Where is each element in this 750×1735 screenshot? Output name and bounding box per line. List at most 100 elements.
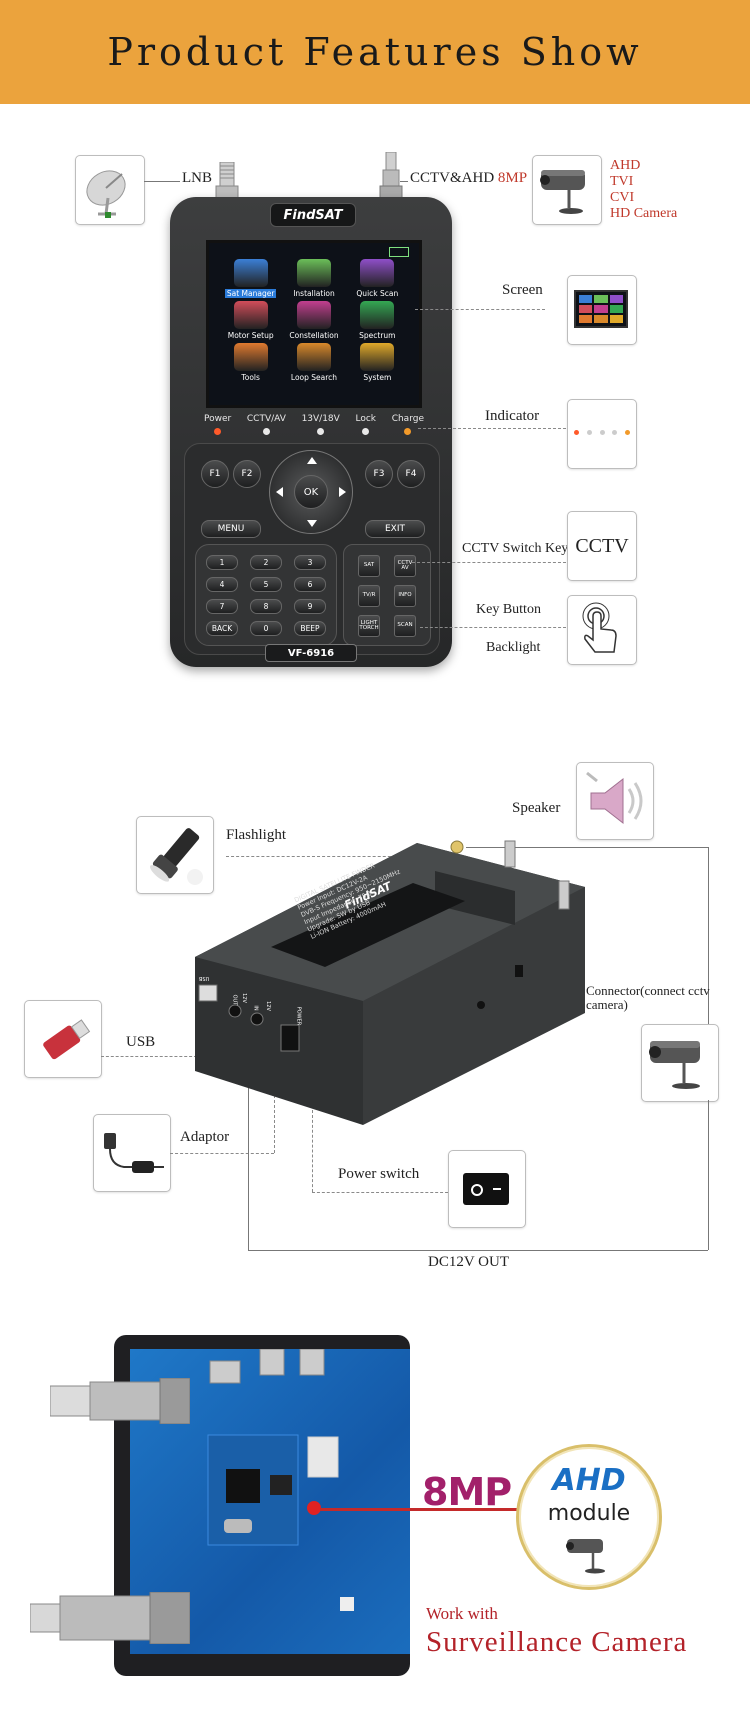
keypad: F1 F2 F3 F4 OK MENU EXIT 1 2 3 4 5 6 7 8…	[184, 443, 440, 655]
indicator-label: CCTV/AV	[246, 414, 286, 424]
num-key-5[interactable]: 5	[250, 577, 282, 592]
light-key[interactable]: LIGHT TORCH	[358, 615, 380, 637]
menu-item-icon	[233, 301, 268, 329]
device-back: FindSAT DIGITAL SATELLITE FINDER Power I…	[185, 835, 595, 1140]
menu-item[interactable]: Motor Setup	[219, 301, 282, 340]
number-pad: 1 2 3 4 5 6 7 8 9 BACK 0 BEEP	[195, 544, 337, 646]
bnc-connector-bottom	[29, 1591, 191, 1645]
port-label-out: OUT	[231, 994, 238, 1006]
menu-item[interactable]: Spectrum	[346, 301, 409, 340]
f4-key[interactable]: F4	[397, 460, 425, 488]
8mp-text: 8MP	[497, 170, 528, 186]
num-key-1[interactable]: 1	[206, 555, 238, 570]
satellite-dish-icon	[86, 170, 126, 218]
num-key-0[interactable]: 0	[250, 621, 282, 636]
indicator: Power	[204, 414, 231, 435]
exit-key[interactable]: EXIT	[365, 520, 425, 538]
camera-type-cvi: CVI	[610, 190, 635, 205]
dpad[interactable]: OK	[269, 450, 353, 534]
scan-key[interactable]: SCAN	[394, 615, 416, 637]
banner: Product Features Show	[0, 0, 750, 104]
down-arrow-icon[interactable]	[307, 520, 317, 527]
port-label-12v-a: 12V	[240, 993, 247, 1003]
camera-type-tvi: TVI	[610, 174, 634, 189]
lnb-line	[144, 181, 180, 182]
lnb-thumbnail	[75, 155, 145, 225]
indicator-led	[262, 428, 270, 435]
indicator-label: Lock	[355, 414, 377, 424]
tvr-key[interactable]: TV/R	[358, 585, 380, 607]
menu-item[interactable]: Installation	[282, 259, 345, 298]
up-arrow-icon[interactable]	[307, 457, 317, 464]
num-key-4[interactable]: 4	[206, 577, 238, 592]
usb-line	[101, 1056, 197, 1057]
speaker-label: Speaker	[512, 800, 561, 816]
surveillance-camera-text: Surveillance Camera	[426, 1626, 688, 1658]
8mp-heading: 8MP	[422, 1470, 512, 1514]
power-switch-label: Power switch	[338, 1166, 420, 1182]
flashlight-label: Flashlight	[226, 827, 287, 843]
menu-item[interactable]: Quick Scan	[346, 259, 409, 298]
indicator: Charge	[392, 414, 424, 435]
key-button-thumbnail	[567, 595, 637, 665]
menu-item[interactable]: Sat Manager	[219, 259, 282, 298]
cctv-ahd-text: CCTV&AHD	[410, 170, 498, 186]
menu-item[interactable]: Constellation	[282, 301, 345, 340]
port-label-in: IN	[252, 1005, 259, 1011]
usb-drive-icon	[43, 1019, 91, 1060]
indicator-led	[404, 428, 412, 435]
ok-key[interactable]: OK	[294, 475, 328, 509]
num-key-9[interactable]: 9	[294, 599, 326, 614]
info-key[interactable]: INFO	[394, 585, 416, 607]
menu-item-icon	[296, 301, 331, 329]
f1-key[interactable]: F1	[201, 460, 229, 488]
menu-key[interactable]: MENU	[201, 520, 261, 538]
cctv-camera-icon	[566, 1539, 605, 1574]
ahd-text: AHD	[552, 1463, 626, 1498]
module-text: module	[547, 1501, 631, 1526]
f2-key[interactable]: F2	[233, 460, 261, 488]
adaptor-thumbnail	[93, 1114, 171, 1192]
speaker-thumbnail	[576, 762, 654, 840]
menu-item-label: Tools	[241, 373, 260, 382]
indicator-label: Power	[204, 414, 232, 424]
num-key-6[interactable]: 6	[294, 577, 326, 592]
indicator: Lock	[355, 414, 376, 435]
menu-item-label: System	[363, 373, 392, 382]
indicator-led	[317, 428, 325, 435]
battery-icon	[389, 247, 409, 257]
right-arrow-icon[interactable]	[339, 487, 346, 497]
num-key-2[interactable]: 2	[250, 555, 282, 570]
menu-item[interactable]: Loop Search	[282, 343, 345, 382]
connector-camera-thumbnail	[641, 1024, 719, 1102]
module-marker	[307, 1501, 321, 1515]
bnc-connector	[378, 151, 404, 202]
num-key-8[interactable]: 8	[250, 599, 282, 614]
menu-item-label: Loop Search	[290, 373, 338, 382]
menu-item-label: Quick Scan	[356, 289, 399, 298]
menu-item[interactable]: Tools	[219, 343, 282, 382]
connector-label: Connector(connect cctv camera)	[586, 983, 710, 1012]
num-key-3[interactable]: 3	[294, 555, 326, 570]
menu-item-icon	[233, 343, 268, 371]
menu-item[interactable]: System	[346, 343, 409, 382]
left-arrow-icon[interactable]	[276, 487, 283, 497]
num-key-7[interactable]: 7	[206, 599, 238, 614]
usb-thumbnail	[24, 1000, 102, 1078]
speaker-icon	[586, 771, 643, 825]
cctv-ahd-label: CCTV&AHD 8MP	[410, 170, 527, 187]
cctv-camera-thumbnail	[532, 155, 602, 225]
power-switch-line	[312, 1192, 448, 1193]
back-key[interactable]: BACK	[206, 621, 238, 636]
dc-line-bottom	[248, 1250, 708, 1251]
cctv-av-key[interactable]: CCTV AV	[394, 555, 416, 577]
port-label-power: POWER	[295, 1006, 302, 1026]
f3-key[interactable]: F3	[365, 460, 393, 488]
cctv-key-thumbnail: CCTV	[567, 511, 637, 581]
beep-key[interactable]: BEEP	[294, 621, 326, 636]
sat-key[interactable]: SAT	[358, 555, 380, 577]
ahd-module-badge: AHD module	[516, 1444, 662, 1590]
